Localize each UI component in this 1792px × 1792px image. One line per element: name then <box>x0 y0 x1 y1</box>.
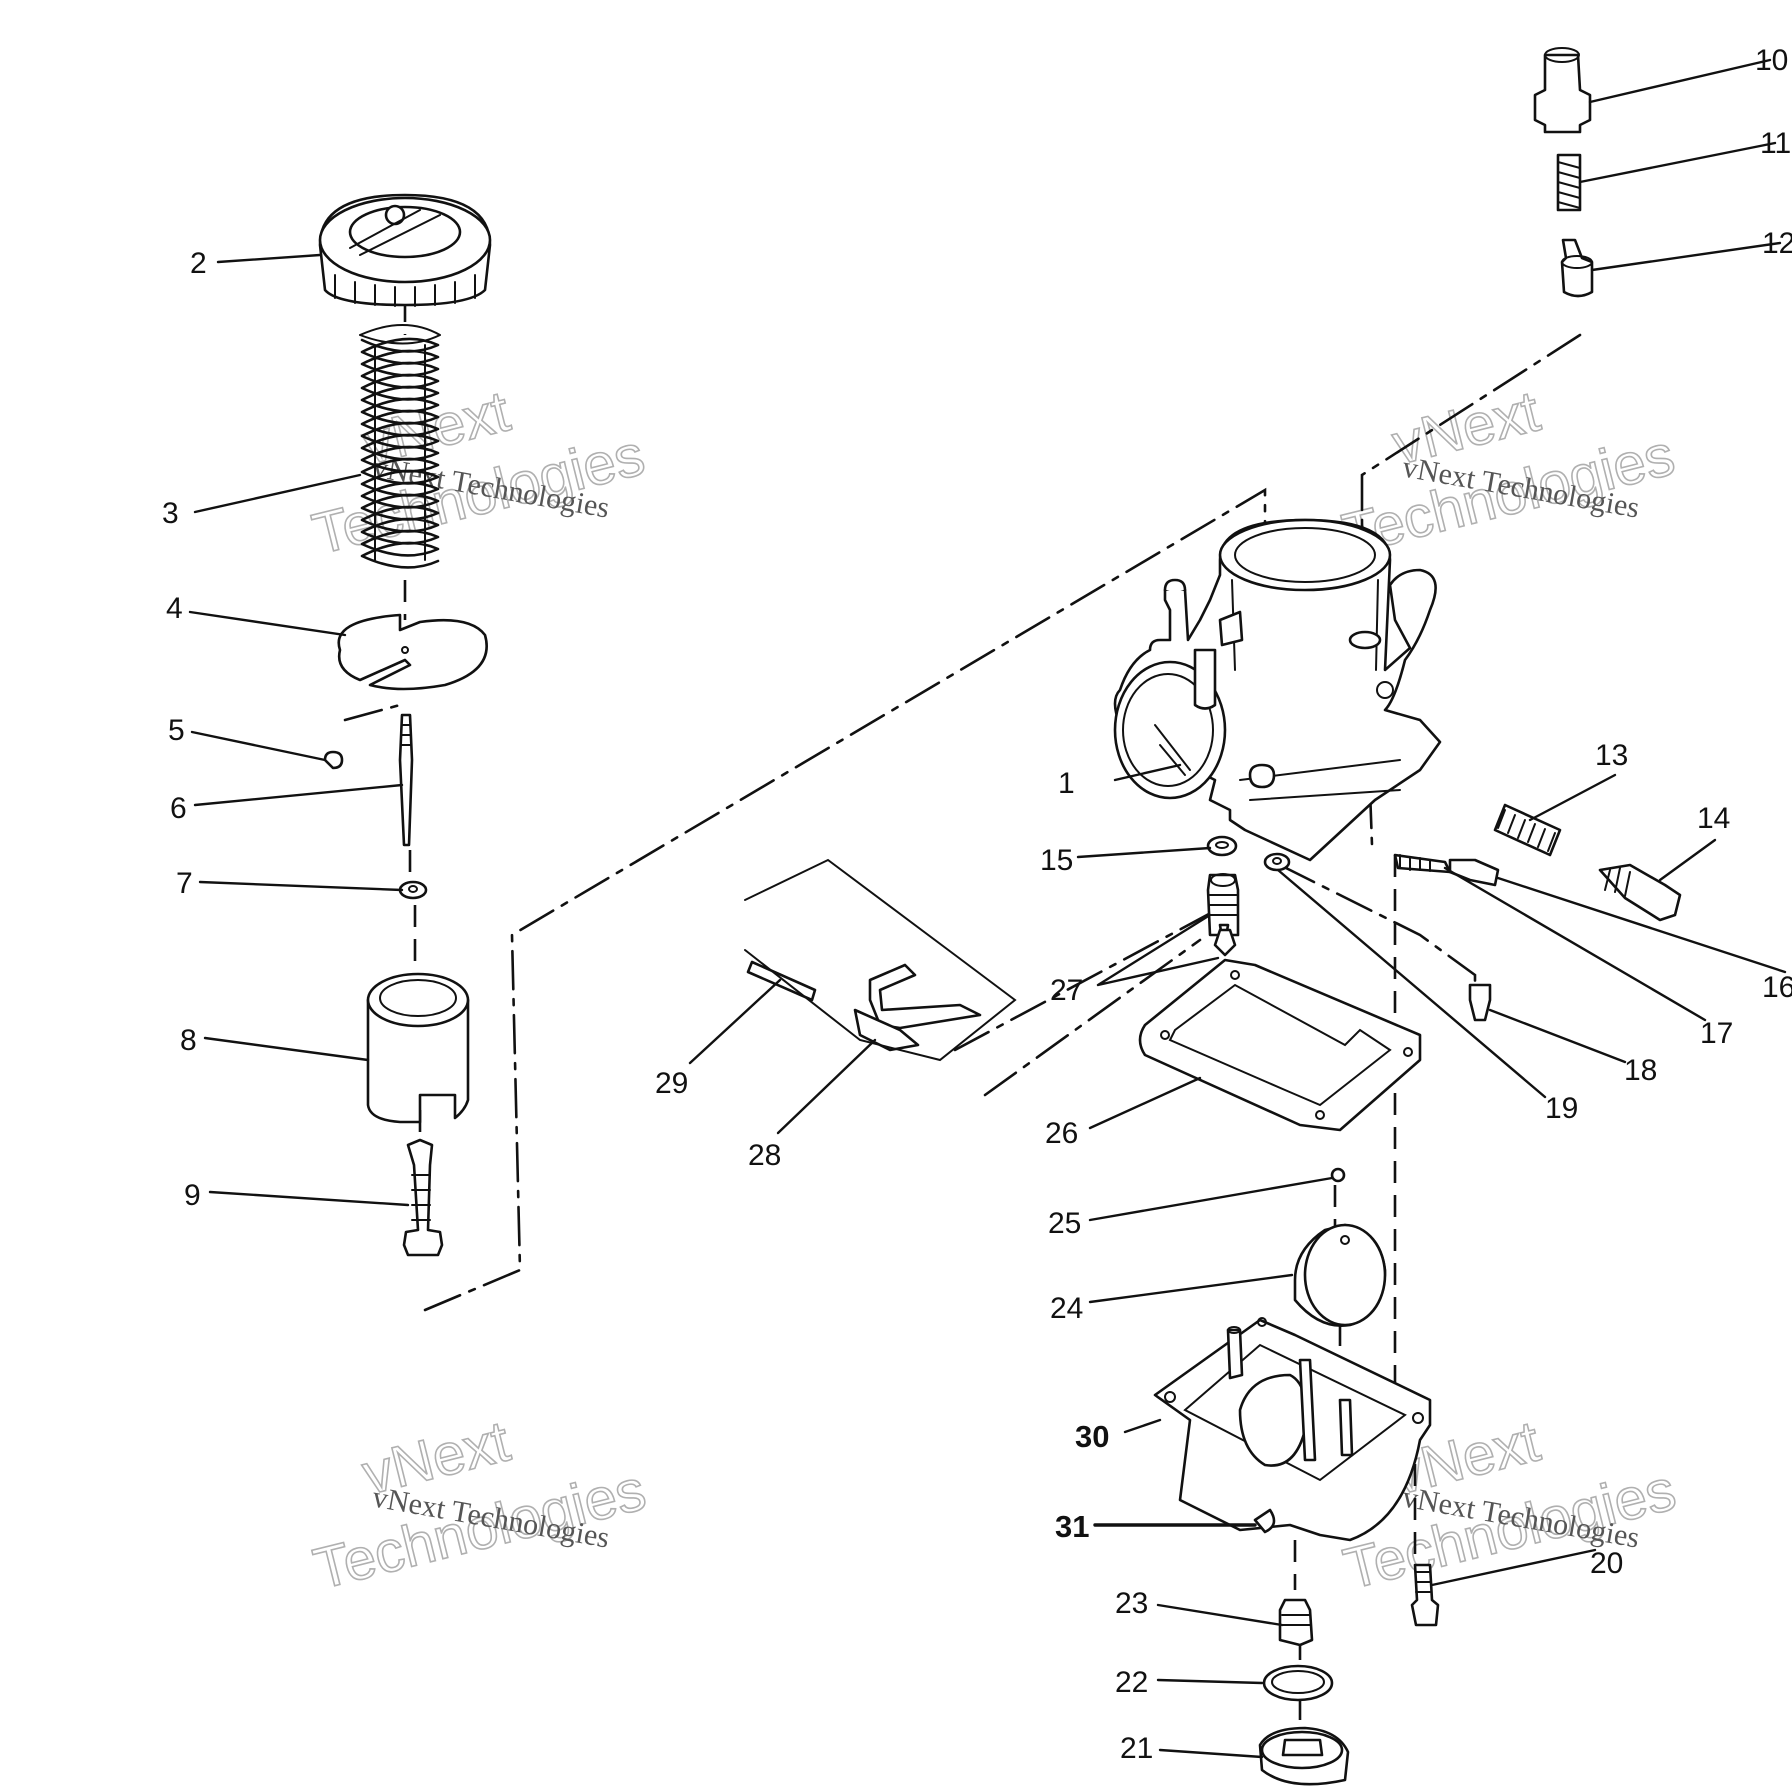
float-pin-icon <box>746 960 817 1002</box>
idle-screw-icon <box>1598 863 1682 922</box>
leader-lines <box>188 58 1787 1759</box>
cap-icon <box>318 193 492 307</box>
callout-24: 24 <box>1050 1292 1083 1325</box>
callout-22: 22 <box>1115 1666 1148 1699</box>
callout-10: 10 <box>1755 44 1788 77</box>
drain-jet-icon <box>1278 1598 1314 1647</box>
float-bowl-icon <box>1153 1317 1432 1542</box>
ball-icon <box>1330 1167 1346 1183</box>
callout-16: 16 <box>1762 971 1792 1004</box>
callout-29: 29 <box>655 1067 688 1100</box>
watermark-bottom-left: vNext Technologies <box>307 1408 653 1603</box>
callout-11: 11 <box>1760 127 1791 160</box>
fitting-icon <box>1533 47 1592 134</box>
callout-6: 6 <box>170 792 187 825</box>
callouts: 1 2 3 4 5 6 7 8 9 10 11 12 13 14 15 16 1… <box>162 44 1792 1765</box>
plate-icon <box>337 613 488 691</box>
callout-12: 12 <box>1762 227 1792 260</box>
callout-3: 3 <box>162 497 179 530</box>
callout-15: 15 <box>1040 844 1073 877</box>
callout-19: 19 <box>1545 1092 1578 1125</box>
needle-icon <box>398 713 414 847</box>
watermark-top-left: vNext Technologies <box>306 378 652 568</box>
main-jet-icon <box>1206 873 1240 957</box>
washer-icon <box>398 880 428 900</box>
pilot-screw-icon <box>402 1138 444 1257</box>
callout-13: 13 <box>1595 739 1628 772</box>
spring-icon <box>359 324 441 569</box>
small-spring-icon <box>1556 153 1582 212</box>
drain-plug-icon <box>1468 983 1492 1022</box>
callout-9: 9 <box>184 1179 201 1212</box>
callout-1: 1 <box>1058 767 1075 800</box>
callout-8: 8 <box>180 1024 197 1057</box>
bowl-plug-icon <box>1258 1726 1350 1786</box>
carburetor-body-icon <box>1113 518 1442 862</box>
throttle-slide-icon <box>366 972 470 1124</box>
callout-30: 30 <box>1075 1419 1109 1454</box>
clip-icon <box>323 750 344 770</box>
callout-5: 5 <box>168 714 185 747</box>
needle-seat-icon <box>1560 238 1594 298</box>
large-o-ring-icon <box>1262 1664 1334 1702</box>
callout-7: 7 <box>176 867 193 900</box>
float-arm-icon <box>744 858 1017 1062</box>
float-icon <box>1293 1223 1387 1327</box>
callout-26: 26 <box>1045 1117 1078 1150</box>
gasket-icon <box>1138 958 1422 1132</box>
callout-31: 31 <box>1055 1509 1089 1544</box>
o-ring-icon <box>1206 835 1238 857</box>
assembly-lines <box>343 300 1582 1720</box>
callout-23: 23 <box>1115 1587 1148 1620</box>
callout-4: 4 <box>166 592 183 625</box>
callout-21: 21 <box>1120 1732 1153 1765</box>
callout-2: 2 <box>190 247 207 280</box>
callout-18: 18 <box>1624 1054 1657 1087</box>
callout-28: 28 <box>748 1139 781 1172</box>
callout-17: 17 <box>1700 1017 1733 1050</box>
callout-25: 25 <box>1048 1207 1081 1240</box>
callout-27: 27 <box>1050 974 1083 1007</box>
callout-14: 14 <box>1697 802 1730 835</box>
callout-20: 20 <box>1590 1547 1623 1580</box>
washer-small-icon <box>1263 852 1291 872</box>
idle-spring-icon <box>1493 803 1562 857</box>
bowl-screw-icon <box>1410 1563 1440 1627</box>
